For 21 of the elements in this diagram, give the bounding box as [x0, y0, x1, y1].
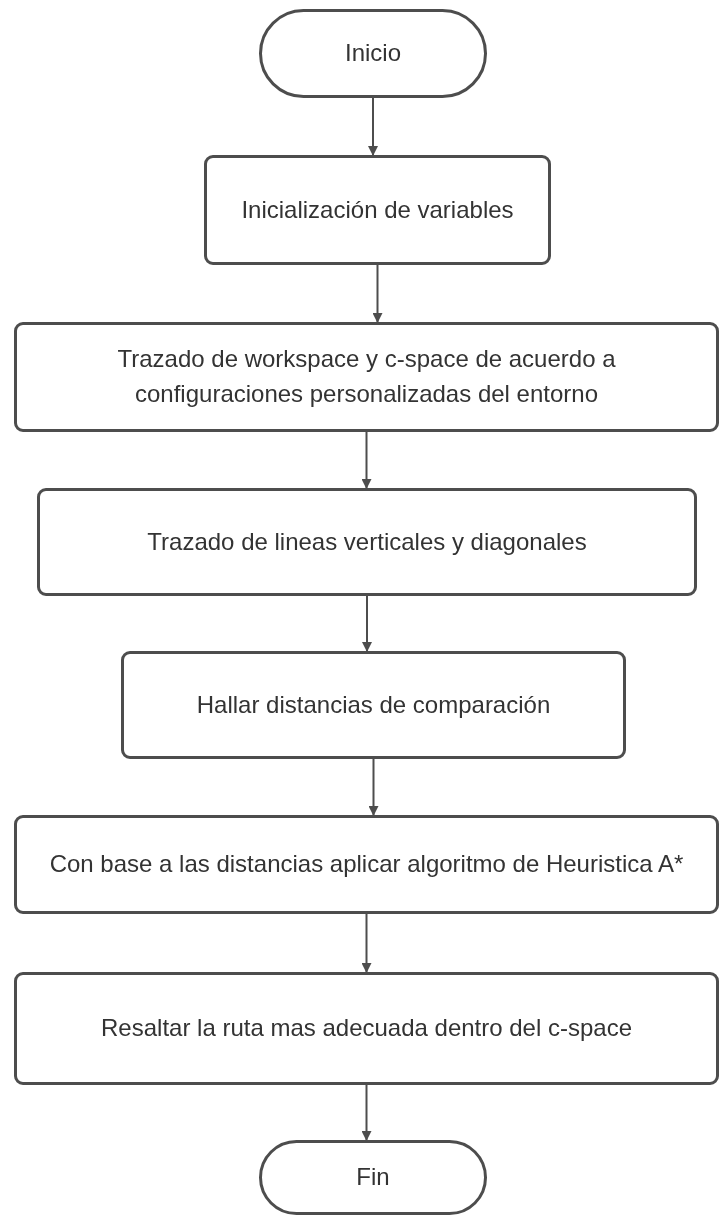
node-text: Fin: [356, 1162, 390, 1193]
process-box: [121, 651, 626, 759]
process-box: [14, 972, 719, 1085]
process-box: [204, 155, 551, 265]
node-text: Resaltar la ruta mas adecuada dentro del c-space: [101, 1013, 632, 1044]
node-text: Hallar distancias de comparación: [196, 689, 551, 720]
node-text: Con base a las distancias aplicar algoritmo de Heuristica A*: [49, 849, 684, 880]
process-box: [14, 322, 719, 432]
arrow: [361, 913, 372, 973]
arrow: [372, 264, 383, 323]
process-box: [14, 815, 719, 914]
process-box: [37, 488, 697, 596]
arrow: [368, 758, 379, 816]
node-text: Trazado de lineas verticales y diagonales: [147, 526, 587, 557]
arrow: [362, 595, 372, 652]
arrow: [368, 97, 378, 156]
arrow: [361, 1084, 372, 1141]
node-text: Inicio: [345, 38, 401, 69]
arrow: [361, 431, 372, 489]
node-text: Trazado de workspace y c-space de acuerdo a configuraciones personalizadas del entorno: [116, 344, 617, 409]
node-text: Inicialización de variables: [241, 194, 514, 225]
